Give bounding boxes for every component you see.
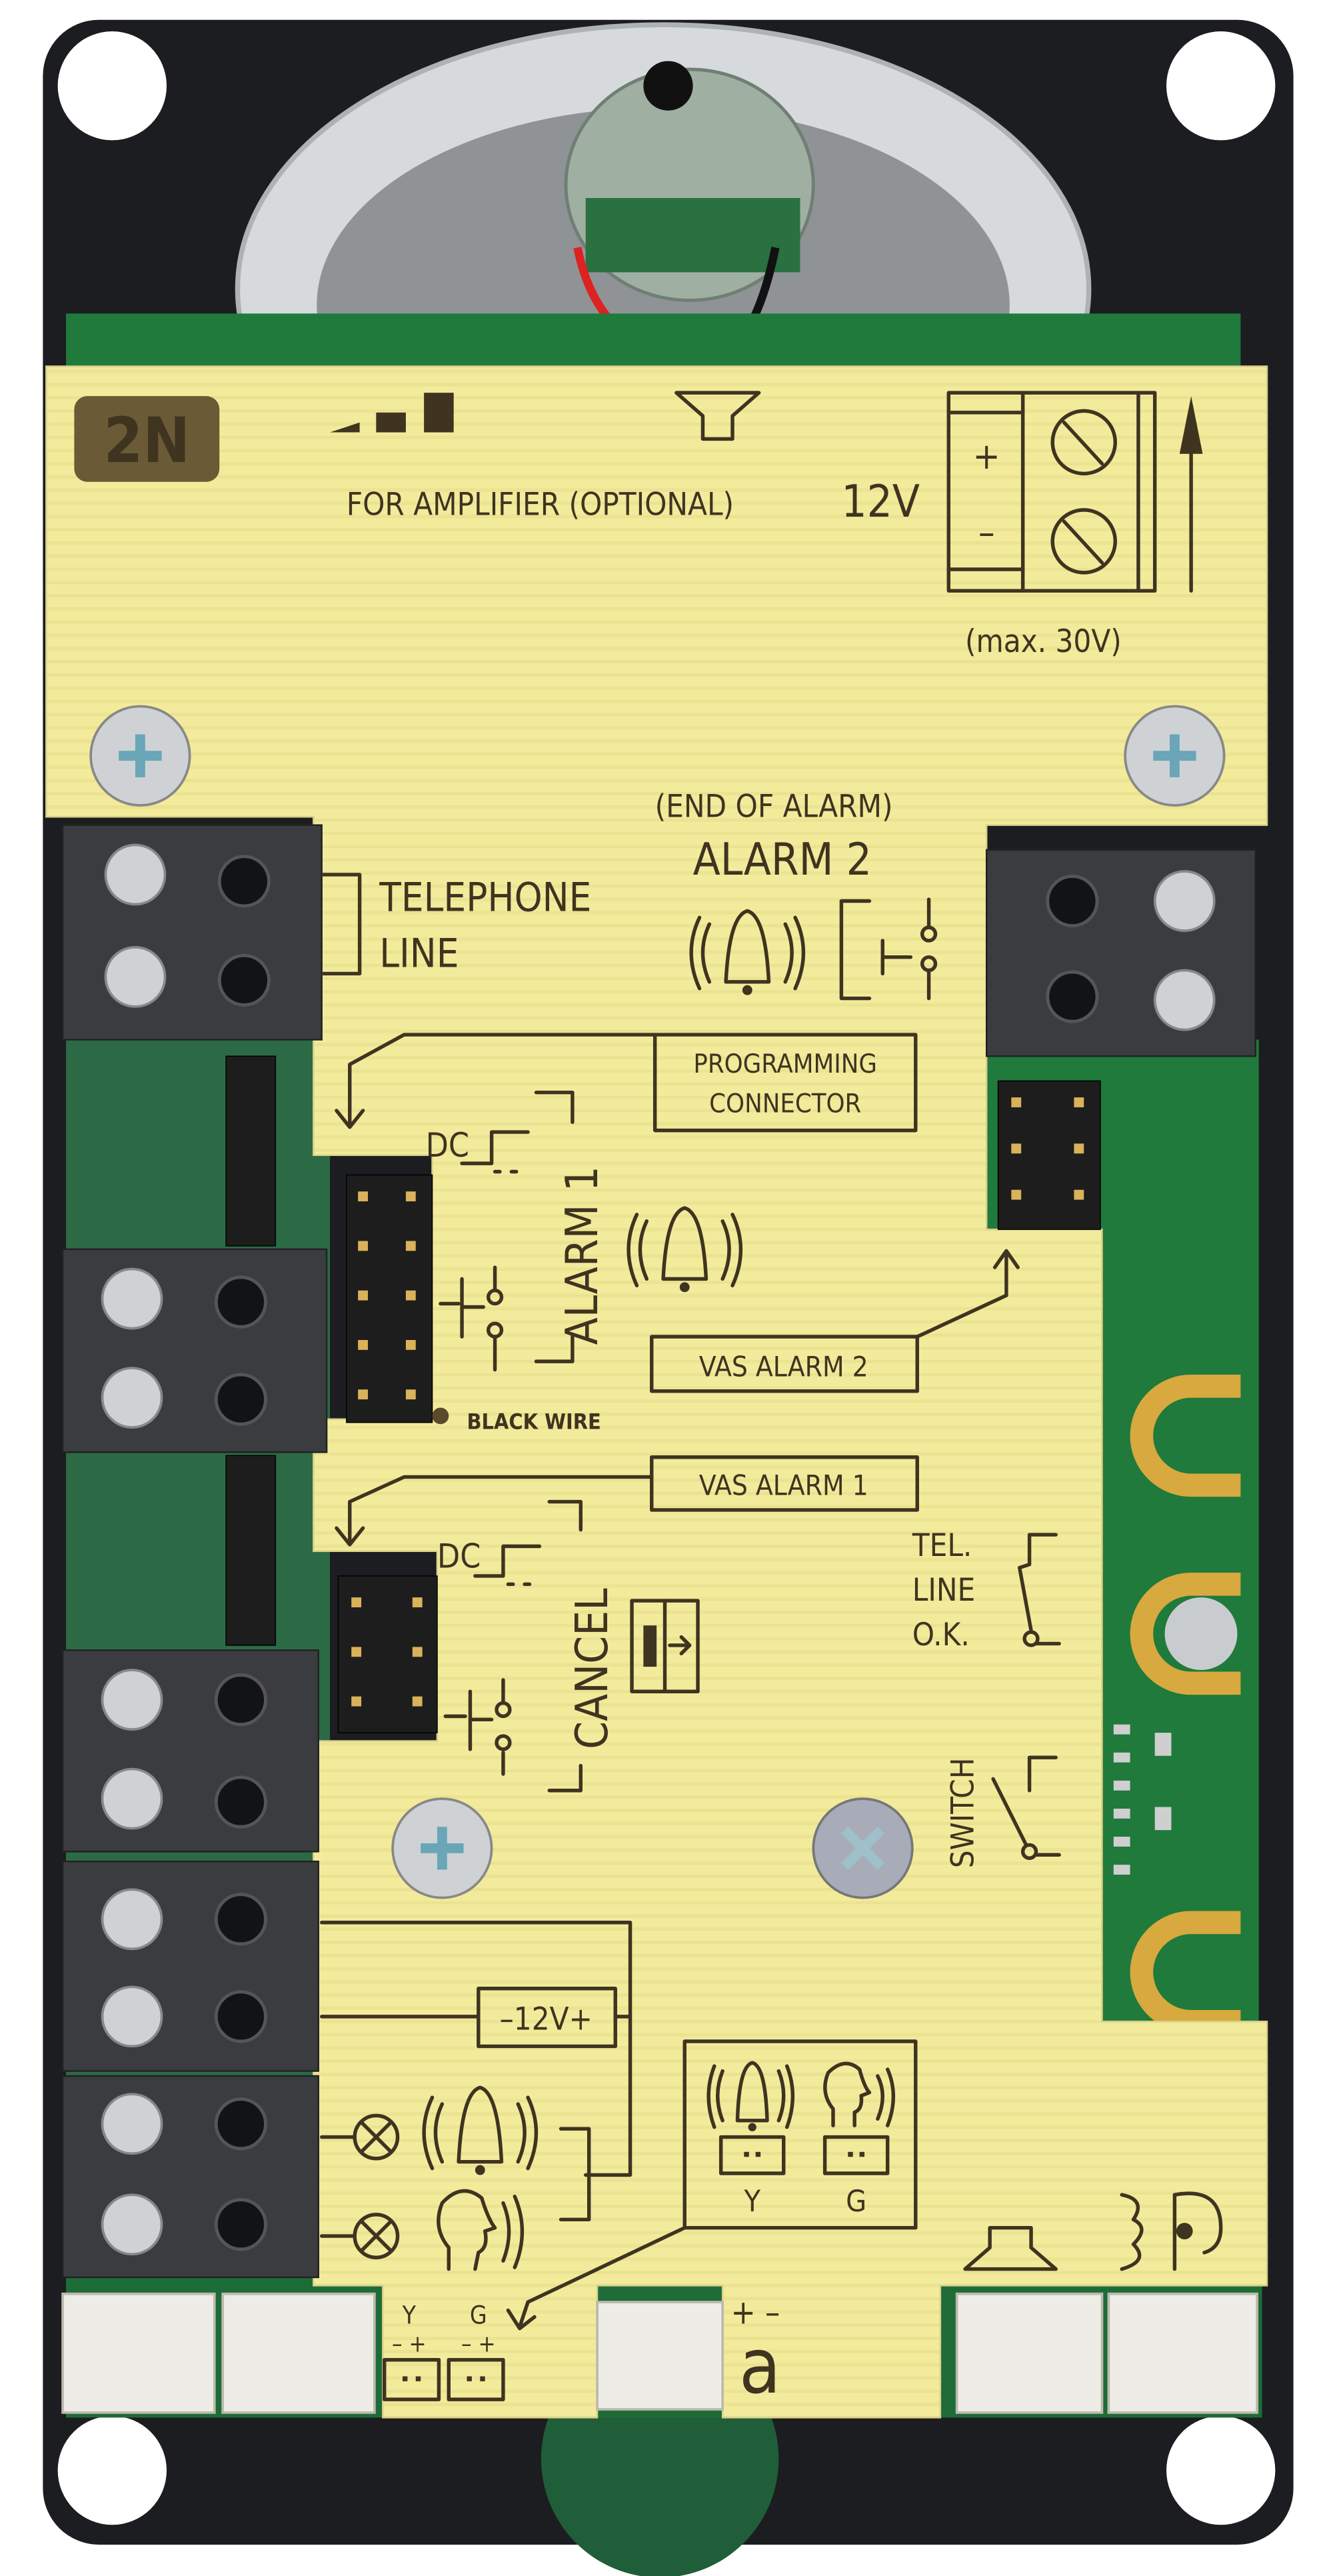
- amplifier-terminal-drawing: [946, 391, 1157, 593]
- arrow-up-icon: [1179, 396, 1203, 593]
- dc1-label: DC: [426, 1126, 469, 1165]
- jst-connector[interactable]: [221, 2292, 376, 2414]
- amplifier-label: FOR AMPLIFIER (OPTIONAL): [347, 486, 734, 523]
- vas-alarm1-label: VAS ALARM 1: [699, 1469, 868, 1502]
- gold-pads: [1130, 1374, 1241, 2033]
- terminal-block-supply[interactable]: [61, 1860, 319, 2072]
- led-y-connector[interactable]: [383, 2358, 441, 2401]
- supply-box: [477, 1987, 617, 2049]
- screw-icon: [391, 1797, 493, 1899]
- ok-label: O.K.: [912, 1617, 970, 1653]
- led-g-polarity: – +: [461, 2331, 496, 2357]
- lamp-icon: [319, 2113, 400, 2161]
- led-g-connector[interactable]: [447, 2358, 505, 2401]
- vas-alarm2-label: VAS ALARM 2: [699, 1350, 868, 1383]
- screw-icon: [89, 705, 191, 807]
- pushbutton-symbol: [839, 897, 938, 1001]
- terminal-block-telephone[interactable]: [61, 824, 323, 1041]
- pushbutton-symbol: [443, 1678, 512, 1776]
- plus-label: +: [973, 435, 1000, 477]
- speaker-icon: [963, 2225, 1058, 2271]
- black-wire-label: BLACK WIRE: [467, 1409, 601, 1435]
- jst-connector-speaker[interactable]: [955, 2292, 1104, 2414]
- legend-y-label: Y: [743, 2184, 760, 2219]
- legend-g-label: G: [846, 2184, 866, 2219]
- header-single: [225, 1455, 277, 1646]
- arrow-to-header-icon: [335, 1033, 657, 1129]
- terminal-block-cancel[interactable]: [61, 1649, 319, 1853]
- led-g-label: G: [470, 2301, 487, 2329]
- tel-line-label: LINE: [912, 1572, 975, 1609]
- end-of-alarm-label: (END OF ALARM): [655, 788, 893, 825]
- screw-icon: [1124, 705, 1226, 807]
- max-voltage-label: (max. 30V): [965, 623, 1122, 660]
- black-wire-dot: [432, 1407, 449, 1425]
- smd-components: [1113, 1724, 1172, 1875]
- cancel-label: CANCEL: [566, 1588, 618, 1749]
- exit-icon: [630, 1599, 700, 1693]
- arrow-to-right-header-icon: [915, 1249, 1020, 1339]
- earpiece-icon: [1120, 2191, 1223, 2271]
- alarm2-label: ALARM 2: [693, 833, 872, 885]
- jst-connector-microphone[interactable]: [596, 2301, 724, 2411]
- jst-connector[interactable]: [61, 2292, 216, 2414]
- relay-contact-symbol: [1017, 1533, 1061, 1646]
- speaker-icon: [674, 391, 761, 441]
- microphone-polarity: + –: [731, 2293, 780, 2331]
- header-cancel[interactable]: [337, 1575, 438, 1733]
- telephone-bracket: [321, 873, 362, 976]
- pushbutton-symbol: [439, 1265, 504, 1372]
- mounting-hole: [1166, 2415, 1276, 2525]
- led-y-polarity: – +: [392, 2331, 427, 2357]
- amplifier-voltage: 12V: [841, 475, 920, 527]
- bell-icon: [422, 2085, 539, 2175]
- alarm1-bracket: [534, 1090, 575, 1363]
- bell-icon: [689, 909, 806, 995]
- switch-contact-symbol: [991, 1755, 1061, 1857]
- supply-wiring: [319, 1921, 633, 2222]
- speaking-face-icon: [437, 2189, 525, 2271]
- terminal-block-outputs[interactable]: [61, 2075, 319, 2279]
- line-label: LINE: [379, 931, 459, 977]
- cancel-bracket: [547, 1499, 583, 1793]
- programming-label: PROGRAMMING: [693, 1049, 877, 1079]
- minus-label: –: [978, 511, 994, 553]
- connector-label: CONNECTOR: [709, 1088, 861, 1119]
- bell-icon: [627, 1206, 743, 1293]
- led-y-label: Y: [402, 2301, 417, 2329]
- header-single: [225, 1055, 277, 1247]
- vas-alarm1-box: [650, 1455, 919, 1512]
- lamp-icon: [319, 2213, 400, 2259]
- svg-text:2N: 2N: [103, 405, 190, 477]
- screw-icon: [812, 1797, 914, 1899]
- arrow-to-cancel-header-icon: [335, 1475, 654, 1547]
- terminal-block-alarm2[interactable]: [985, 849, 1256, 1057]
- switch-label: SWITCH: [944, 1757, 981, 1868]
- vas-alarm2-box: [650, 1335, 919, 1393]
- signal-strength-icon: [330, 393, 454, 433]
- mounting-hole: [1166, 31, 1276, 141]
- header-programming-connector[interactable]: [997, 1080, 1101, 1230]
- jst-connector-handset[interactable]: [1107, 2292, 1258, 2414]
- mounting-hole: [57, 31, 167, 141]
- dc-symbol: [460, 1130, 530, 1174]
- dc-symbol: [473, 1544, 542, 1587]
- logo-2n: 2N: [74, 396, 220, 482]
- dc2-label: DC: [437, 1537, 481, 1576]
- indicator-legend-box: [506, 2039, 918, 2331]
- tel-label: TEL.: [912, 1527, 972, 1564]
- supply-label: –12V+: [500, 2001, 593, 2038]
- mounting-hole: [57, 2415, 167, 2525]
- terminal-block-alarm1[interactable]: [61, 1248, 328, 1453]
- header-alarm1[interactable]: [346, 1174, 433, 1423]
- telephone-label: TELEPHONE: [379, 875, 591, 921]
- alarm1-label: ALARM 1: [556, 1166, 608, 1345]
- programming-connector-box: [653, 1033, 918, 1133]
- microphone-symbol: a: [739, 2322, 781, 2411]
